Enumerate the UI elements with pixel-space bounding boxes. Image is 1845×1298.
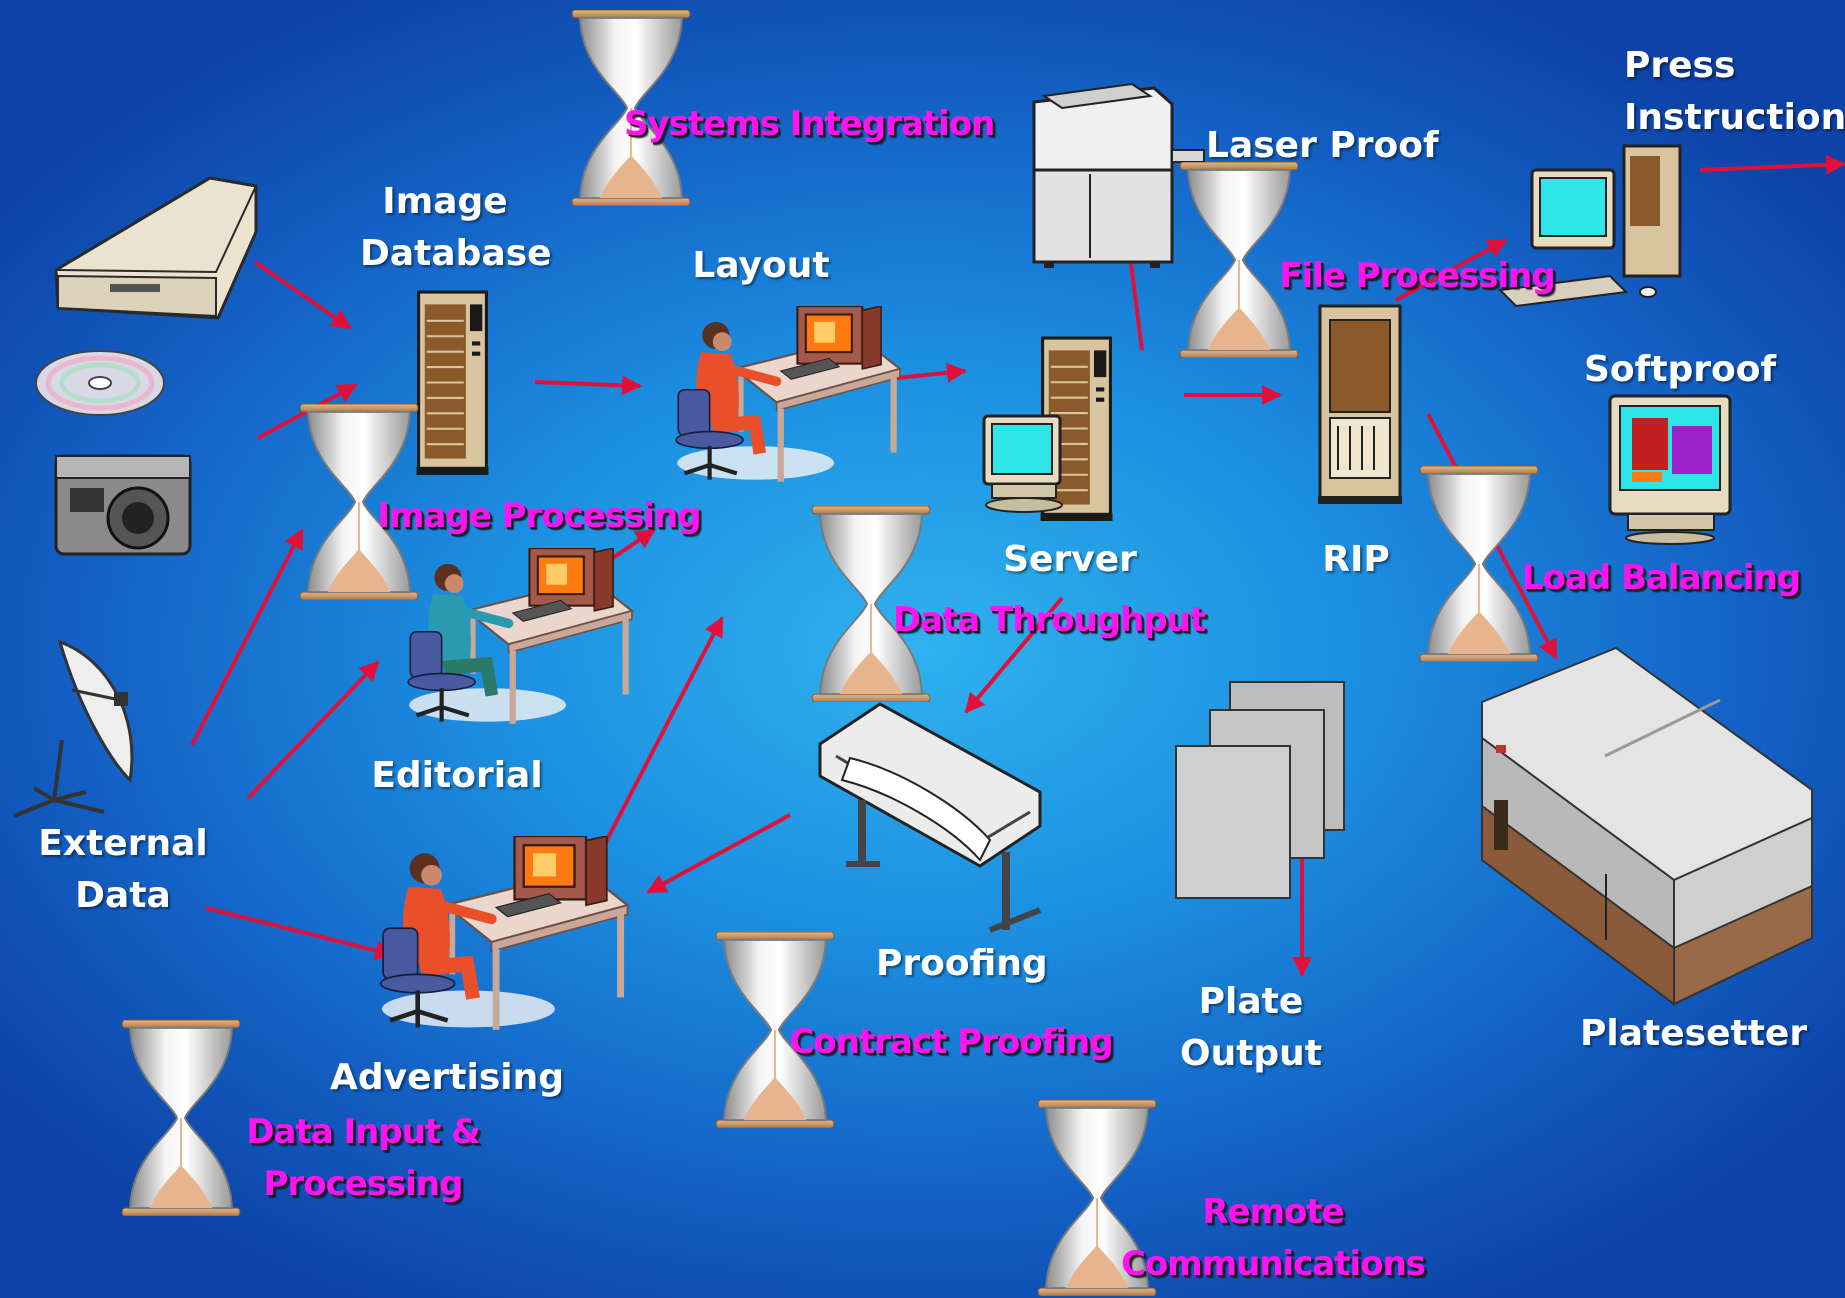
node-layout: Layout bbox=[692, 245, 830, 286]
arrow-server-to-proofing bbox=[964, 596, 1064, 714]
platesetter-icon bbox=[1481, 646, 1813, 1006]
desktop-computer-icon bbox=[982, 414, 1063, 513]
arrow-external-to-editorial bbox=[246, 660, 380, 800]
node-rip: RIP bbox=[1322, 539, 1390, 580]
camera-icon bbox=[54, 454, 192, 556]
arrow-database-to-layout bbox=[534, 375, 642, 396]
workstation-icon bbox=[381, 836, 628, 1030]
laser-printer-icon bbox=[1032, 82, 1205, 268]
workstation-icon bbox=[408, 548, 632, 724]
node-server: Server bbox=[1003, 539, 1137, 580]
hourglass-icon bbox=[121, 1020, 241, 1216]
plates-icon bbox=[1175, 681, 1345, 899]
desktop-computer-icon bbox=[1497, 144, 1682, 308]
rip-rack-icon bbox=[1318, 304, 1402, 504]
node-editorial: Editorial bbox=[371, 755, 543, 796]
node-advertising: Advertising bbox=[330, 1057, 564, 1098]
arrow-proofing-to-advertising bbox=[646, 813, 791, 894]
arrow-external-to-advertising bbox=[205, 906, 395, 961]
softproof-monitor-icon bbox=[1608, 394, 1732, 545]
process-data-input: Data Input &Processing bbox=[246, 1112, 480, 1204]
process-systems-integration: Systems Integration bbox=[624, 104, 995, 144]
arrow-external-to-image bbox=[190, 528, 304, 746]
arrow-scanner-to-database bbox=[253, 260, 352, 330]
cd-icon bbox=[35, 350, 165, 416]
node-softproof: Softproof bbox=[1584, 349, 1777, 390]
arrow-press-out bbox=[1699, 154, 1845, 175]
node-proofing: Proofing bbox=[876, 943, 1048, 984]
process-contract-proofing: Contract Proofing bbox=[789, 1022, 1113, 1062]
arrow-rip-to-press bbox=[1395, 238, 1508, 302]
process-data-throughput: Data Throughput bbox=[892, 600, 1206, 640]
node-platesetter: Platesetter bbox=[1580, 1013, 1808, 1054]
process-image-processing: Image Processing bbox=[377, 496, 701, 536]
scanner-icon bbox=[54, 176, 258, 320]
process-load-balancing: Load Balancing bbox=[1521, 558, 1801, 598]
process-file-processing: File Processing bbox=[1279, 256, 1555, 296]
workstation-icon bbox=[676, 306, 900, 482]
plotter-icon bbox=[818, 702, 1042, 933]
satellite-dish-icon bbox=[13, 639, 134, 818]
node-laser-proof: Laser Proof bbox=[1206, 125, 1439, 166]
server-tower-icon bbox=[414, 290, 491, 475]
